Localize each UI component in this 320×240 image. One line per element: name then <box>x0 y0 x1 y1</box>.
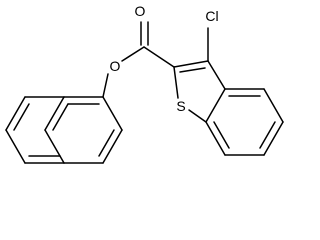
chlorine-label: Cl <box>205 8 218 24</box>
c2-s-bond <box>173 66 179 99</box>
naphthalene-bond-5 <box>44 96 65 131</box>
ester-c-o-bond <box>121 46 145 62</box>
naphthalene-bond-8 <box>5 96 26 131</box>
o-naphthyl-bond <box>102 73 109 98</box>
sulfur-label: S <box>176 98 185 114</box>
naphthalene-bond-2 <box>102 129 123 164</box>
benzo-bond-2 <box>263 88 284 123</box>
naphthalene-bond-2-inner <box>98 129 115 157</box>
benzo-bond-5-inner <box>213 121 230 149</box>
naphthalene-bond-1 <box>102 96 123 131</box>
naphthalene-bond-8-inner <box>13 103 30 131</box>
molecule-canvas: O O Cl S <box>5 3 284 164</box>
carbonyl-thiophene-bond <box>143 46 175 68</box>
fused-c3a-c7a-bond <box>205 88 226 123</box>
naphthalene-bond-9 <box>5 129 26 164</box>
carbonyl-oxygen-label: O <box>135 3 146 19</box>
c3-c3a-bond <box>207 60 226 90</box>
benzo-bond-3-inner <box>259 121 276 149</box>
thiophene-c2-c3-bond <box>173 60 209 68</box>
naphthalene-bond-4 <box>44 129 65 164</box>
thiophene-c2-c3-inner-bond <box>179 67 206 73</box>
benzo-bond-3 <box>263 121 284 156</box>
benzo-bond-5 <box>205 121 226 156</box>
chemical-structure-diagram: O O Cl S <box>5 3 284 164</box>
s-c7a-bond <box>188 109 207 123</box>
ester-oxygen-label: O <box>110 58 121 74</box>
naphthalene-bond-5-inner <box>52 103 69 131</box>
